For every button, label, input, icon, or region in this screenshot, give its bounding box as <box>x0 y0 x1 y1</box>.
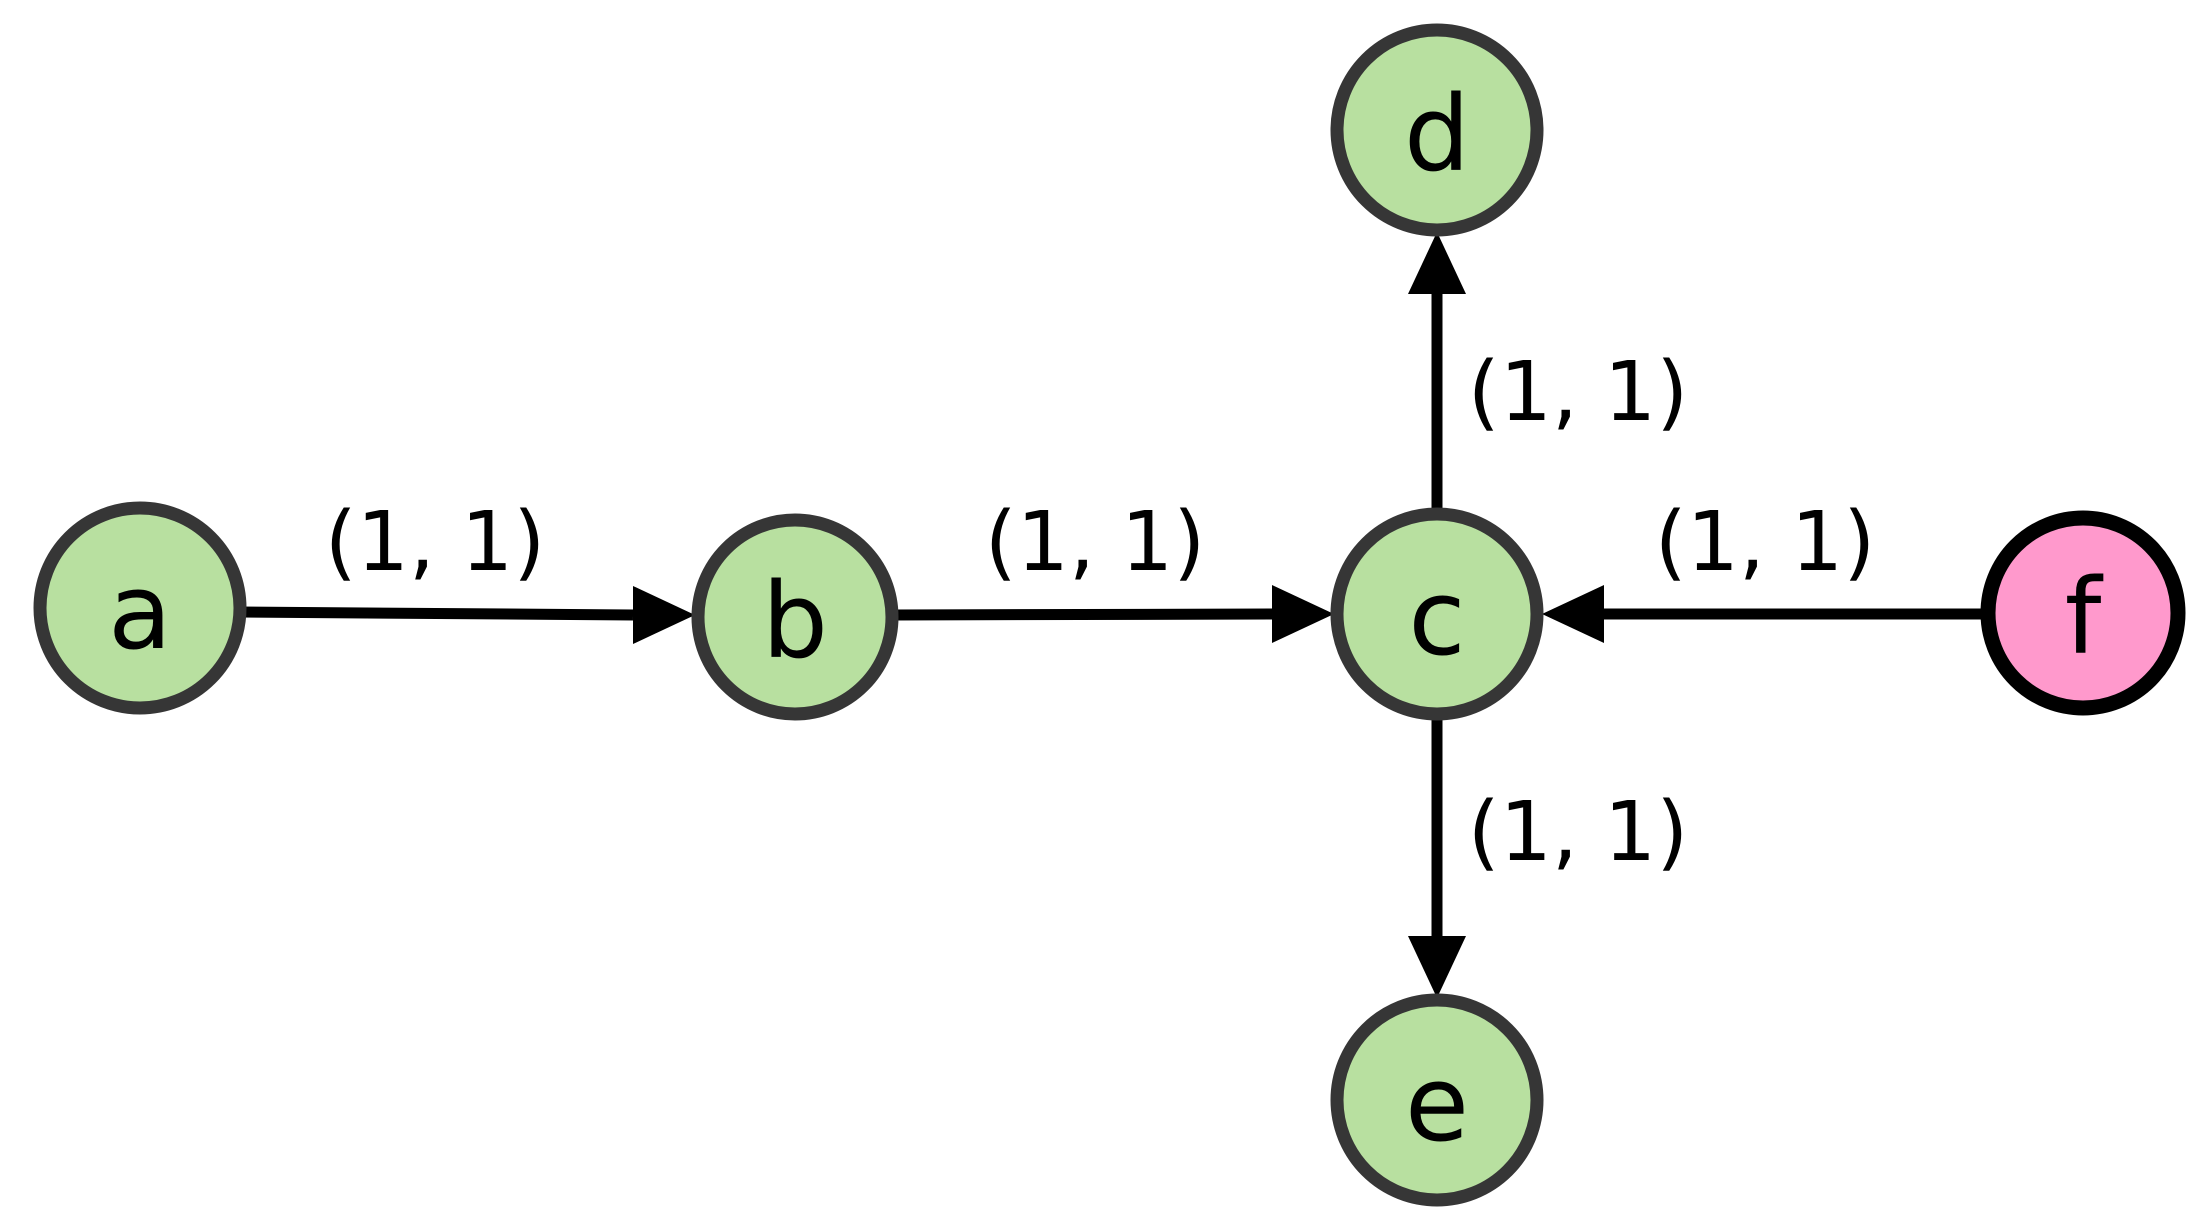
edges-layer <box>239 232 1986 998</box>
node-circle-c[interactable] <box>1330 507 1544 721</box>
node-circle-b[interactable] <box>691 513 899 721</box>
node-circle-a[interactable] <box>33 501 247 715</box>
arrowhead-c-e <box>1408 936 1466 998</box>
edge-f-c[interactable] <box>1542 585 1986 643</box>
node-d[interactable]: d <box>1330 23 1544 237</box>
edge-c-d[interactable] <box>1408 232 1466 512</box>
node-circle-f[interactable] <box>1980 510 2186 716</box>
arrowhead-a-b <box>633 586 695 644</box>
edge-a-b[interactable] <box>239 586 695 644</box>
edge-label-b-c: (1, 1) <box>985 495 1205 590</box>
arrowhead-f-c <box>1542 585 1604 643</box>
node-c[interactable]: c <box>1330 507 1544 721</box>
node-a[interactable]: a <box>33 501 247 715</box>
arrowhead-b-c <box>1272 585 1334 643</box>
node-e[interactable]: e <box>1330 993 1544 1207</box>
edge-line-b-c <box>892 608 1273 621</box>
node-circle-e[interactable] <box>1330 993 1544 1207</box>
node-circle-d[interactable] <box>1330 23 1544 237</box>
edge-label-c-e: (1, 1) <box>1468 785 1688 880</box>
node-b[interactable]: b <box>691 513 899 721</box>
arrowhead-c-d <box>1408 232 1466 294</box>
edge-label-c-d: (1, 1) <box>1468 345 1688 440</box>
edge-b-c[interactable] <box>892 585 1334 643</box>
edge-line-a-b <box>239 606 634 621</box>
edge-c-e[interactable] <box>1408 716 1466 998</box>
node-f[interactable]: f <box>1980 510 2186 716</box>
edge-labels-layer: (1, 1) (1, 1) (1, 1) (1, 1) (1, 1) <box>325 345 1875 880</box>
edge-label-f-c: (1, 1) <box>1655 495 1875 590</box>
edge-label-a-b: (1, 1) <box>325 495 545 590</box>
